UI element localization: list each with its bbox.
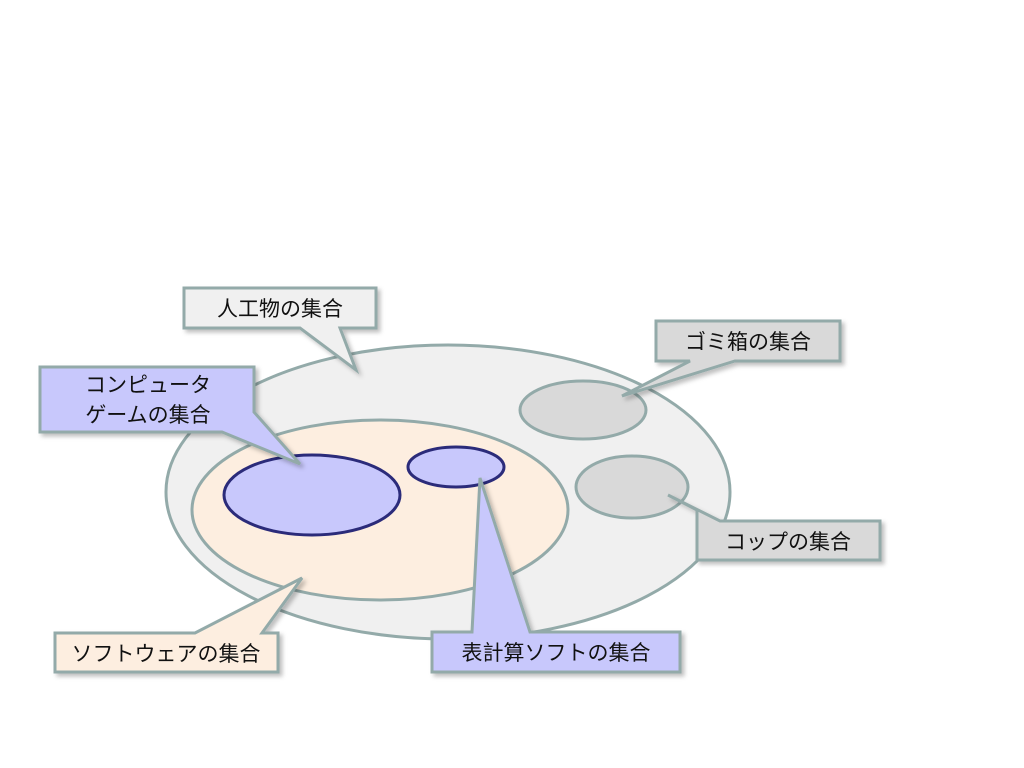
computer-games-label-line1: コンピュータ xyxy=(85,373,211,397)
artifacts-callout xyxy=(182,286,378,375)
cups-callout xyxy=(667,493,882,562)
trash-bins-label: ゴミ箱の集合 xyxy=(685,330,811,354)
cups-label: コップの集合 xyxy=(725,530,851,554)
software-callout xyxy=(53,576,304,674)
computer-games-callout xyxy=(38,365,302,466)
computer-games-set-ellipse xyxy=(222,453,402,537)
software-label: ソフトウェアの集合 xyxy=(72,642,261,666)
spreadsheets-set-ellipse xyxy=(406,445,506,489)
trash-bins-callout xyxy=(621,319,842,398)
cups-set-ellipse xyxy=(574,454,690,520)
spreadsheets-label: 表計算ソフトの集合 xyxy=(462,641,651,665)
spreadsheets-callout xyxy=(430,477,682,674)
trash-bins-set-ellipse xyxy=(518,379,648,441)
artifacts-label: 人工物の集合 xyxy=(217,297,343,321)
computer-games-label-line2: ゲームの集合 xyxy=(85,403,210,427)
